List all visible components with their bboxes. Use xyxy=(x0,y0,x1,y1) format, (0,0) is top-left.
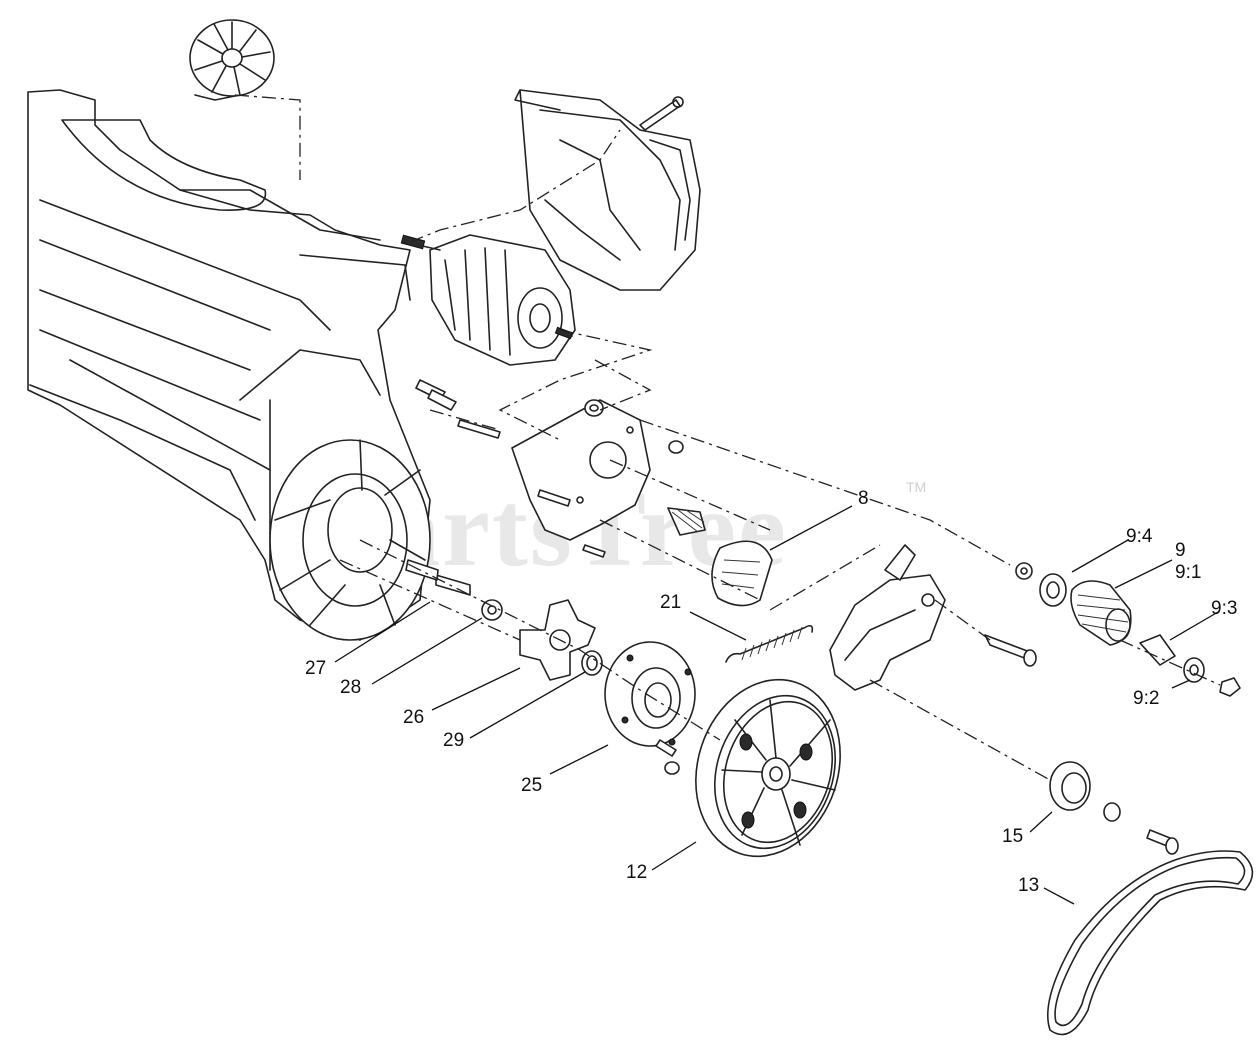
electric-motor xyxy=(400,234,576,366)
callout-9: 9 xyxy=(1175,540,1186,561)
part-9-4-washer xyxy=(1015,562,1033,580)
callout-26: 26 xyxy=(403,707,424,728)
part-9-1-gear-pulley xyxy=(1070,580,1132,646)
callout-leader-lines xyxy=(334,505,1219,905)
callout-28: 28 xyxy=(340,677,361,698)
part-26-drive-hub xyxy=(519,599,596,681)
part-12-drive-pulley xyxy=(695,678,841,858)
part-21-spring xyxy=(725,624,814,663)
part-29-washer xyxy=(581,650,603,676)
part-9-4-bushing xyxy=(1039,573,1067,607)
drive-gear xyxy=(667,507,706,536)
callout-12: 12 xyxy=(626,862,647,883)
part-9-nut xyxy=(1219,677,1241,697)
tensioner-bolt xyxy=(984,634,1037,667)
part-9-gear-pulley-assembly xyxy=(1015,562,1241,697)
callout-15: 15 xyxy=(1002,826,1023,847)
impeller-fan xyxy=(189,19,275,101)
callout-29: 29 xyxy=(443,730,464,751)
part-27-shaft xyxy=(405,559,471,596)
part-25-flange-plate xyxy=(604,641,696,775)
tensioner-bracket xyxy=(829,544,946,691)
callout-9-1: 9:1 xyxy=(1175,562,1201,583)
part-13-drive-belt xyxy=(1047,850,1254,1036)
watermark-trademark: TM xyxy=(906,479,926,495)
part-9-3-spacer xyxy=(1139,634,1176,666)
callout-labels: 8 9:4 9 9:1 9:3 9:2 21 27 28 26 29 25 12… xyxy=(305,488,1237,896)
part-28-washer xyxy=(481,599,503,621)
small-fasteners xyxy=(415,379,684,558)
callout-8: 8 xyxy=(858,488,869,509)
callout-9-4: 9:4 xyxy=(1126,526,1153,547)
callout-13: 13 xyxy=(1018,875,1039,896)
callout-9-2: 9:2 xyxy=(1133,688,1159,709)
part-8-toothed-belt xyxy=(711,540,773,607)
callout-21: 21 xyxy=(660,592,681,613)
part-15-bearing xyxy=(1049,761,1179,855)
callout-9-3: 9:3 xyxy=(1211,598,1237,619)
cover-screw xyxy=(639,96,684,131)
assembly-guide-lines xyxy=(234,94,1221,781)
callout-25: 25 xyxy=(521,775,542,796)
rear-pulley-housing xyxy=(269,439,431,641)
motor-mount-plate xyxy=(511,399,651,541)
motor-cover xyxy=(514,89,701,291)
callout-27: 27 xyxy=(305,658,326,679)
